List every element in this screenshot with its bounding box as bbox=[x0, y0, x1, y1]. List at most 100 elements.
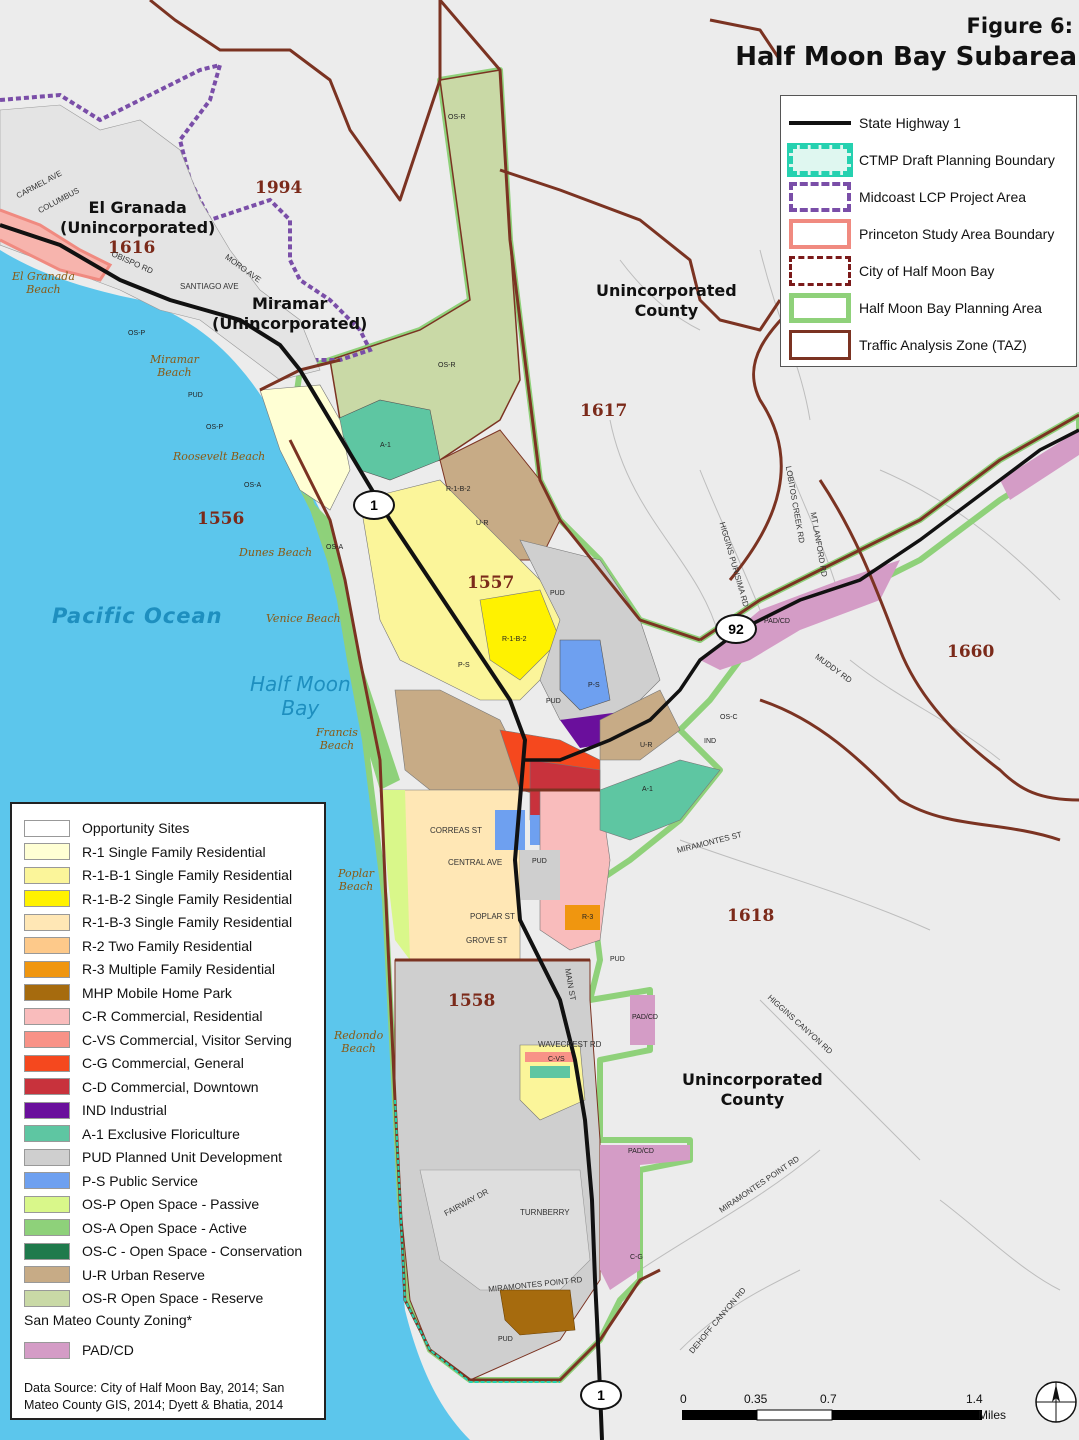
legend-item-taz: Traffic Analysis Zone (TAZ) bbox=[789, 330, 1027, 360]
zone-tag-osc: OS-C bbox=[720, 714, 738, 721]
zone-tag-ps1: P-S bbox=[458, 662, 470, 669]
zone-tag-osr-north: OS-R bbox=[448, 114, 466, 121]
zone-mhp bbox=[499, 1289, 576, 1336]
zone-tag-pud6: PUD bbox=[498, 1336, 513, 1343]
legend-label-zone: IND Industrial bbox=[82, 1102, 167, 1118]
zone-tag-pud4: PUD bbox=[532, 858, 547, 865]
scale-tick-2: 0.7 bbox=[820, 1392, 837, 1406]
place-miramar-status: (Unincorporated) bbox=[212, 314, 368, 333]
highway-92-shield: 92 bbox=[715, 614, 757, 644]
legend-item-city: City of Half Moon Bay bbox=[789, 256, 994, 286]
zone-tag-osp2: OS-P bbox=[206, 424, 224, 431]
legend-swatch-zone bbox=[24, 1289, 70, 1307]
legend-swatch-princeton bbox=[789, 219, 851, 249]
highway-1 bbox=[0, 223, 604, 1440]
beach-dunes: Dunes Beach bbox=[239, 546, 313, 559]
legend-label-zone: Opportunity Sites bbox=[82, 820, 190, 836]
legend-label-lcp: Midcoast LCP Project Area bbox=[859, 189, 1027, 205]
legend-swatch-zone bbox=[24, 937, 70, 954]
legend-swatch-padcd bbox=[24, 1341, 70, 1359]
legend-item-zone: R-2 Two Family Residential bbox=[24, 936, 252, 956]
taz-1558: 1558 bbox=[448, 991, 496, 1011]
zone-tag-padcd1: PAD/CD bbox=[764, 618, 790, 625]
zone-tag-osr-mid: OS-R bbox=[438, 362, 456, 369]
legend-label-taz: Traffic Analysis Zone (TAZ) bbox=[859, 337, 1027, 353]
figure-number: Figure 6: bbox=[966, 14, 1073, 38]
legend-label-zone: OS-A Open Space - Active bbox=[82, 1219, 247, 1236]
taz-1557: 1557 bbox=[467, 573, 515, 593]
legend-item-zone: A-1 Exclusive Floriculture bbox=[24, 1124, 240, 1144]
legend-item-zone: U-R Urban Reserve bbox=[24, 1265, 205, 1285]
legend-item-zone: Opportunity Sites bbox=[24, 818, 189, 838]
legend-swatch-zone bbox=[24, 1219, 70, 1236]
taz-1618: 1618 bbox=[727, 906, 775, 926]
legend-item-zone: R-1-B-2 Single Family Residential bbox=[24, 889, 292, 909]
zone-tag-cg: C-G bbox=[630, 1254, 643, 1261]
zone-osa-coast bbox=[300, 490, 400, 790]
legend-label-zone: U-R Urban Reserve bbox=[82, 1266, 205, 1283]
legend-swatch-zone bbox=[24, 819, 70, 837]
zone-r1b2-yellow bbox=[479, 589, 561, 681]
legend-label-highway: State Highway 1 bbox=[859, 115, 961, 131]
beach-poplar: Poplar Beach bbox=[338, 867, 374, 893]
legend-label-zone: R-1-B-2 Single Family Residential bbox=[82, 890, 293, 907]
legend-label-princeton: Princeton Study Area Boundary bbox=[859, 226, 1055, 242]
legend-item-ctmp: CTMP Draft Planning Boundary bbox=[787, 143, 1055, 177]
legend-swatch-zone bbox=[24, 843, 70, 860]
road-santiago: SANTIAGO AVE bbox=[180, 282, 239, 291]
zone-tag-r1b2: R-1-B-2 bbox=[446, 486, 471, 493]
taz-1617: 1617 bbox=[580, 401, 628, 421]
legend-label-zone: PUD Planned Unit Development bbox=[82, 1149, 282, 1165]
beach-venice: Venice Beach bbox=[266, 612, 341, 625]
legend-label-zone: P-S Public Service bbox=[82, 1172, 198, 1189]
legend-swatch-zone bbox=[24, 1125, 70, 1142]
ctmp-boundary bbox=[394, 1099, 560, 1383]
legend-item-zone: C-VS Commercial, Visitor Serving bbox=[24, 1030, 292, 1050]
legend-item-zone: OS-P Open Space - Passive bbox=[24, 1194, 259, 1214]
zone-tag-a1b: A-1 bbox=[642, 786, 653, 793]
road-central: CENTRAL AVE bbox=[448, 858, 503, 867]
legend-label-zone: A-1 Exclusive Floriculture bbox=[82, 1125, 240, 1142]
zone-tag-osa1: OS-A bbox=[244, 482, 262, 489]
legend-label-zone: OS-R Open Space - Reserve bbox=[82, 1290, 264, 1306]
legend-item-zone: R-1 Single Family Residential bbox=[24, 842, 266, 862]
zone-pud-east bbox=[520, 850, 560, 900]
place-el-granada: El Granada (Unincorporated) bbox=[60, 198, 215, 238]
county-zoning-note: San Mateo County Zoning* bbox=[24, 1312, 193, 1328]
legend-item-highway: State Highway 1 bbox=[789, 108, 961, 138]
taz-1994: 1994 bbox=[255, 178, 303, 198]
taz-1556: 1556 bbox=[197, 509, 245, 529]
beach-el-granada: El Granada Beach bbox=[12, 270, 75, 296]
legend-label-zone: C-D Commercial, Downtown bbox=[82, 1078, 259, 1095]
legend-swatch-zone bbox=[24, 1031, 70, 1048]
scale-tick-0: 0 bbox=[680, 1392, 687, 1406]
scale-tick-1: 0.35 bbox=[744, 1392, 768, 1406]
legend-swatch-zone bbox=[24, 1266, 70, 1283]
zone-tag-padcd2: PAD/CD bbox=[632, 1014, 658, 1021]
road-turnberry: TURNBERRY bbox=[520, 1208, 570, 1217]
legend-label-zone: R-2 Two Family Residential bbox=[82, 937, 253, 954]
legend-label-city: City of Half Moon Bay bbox=[859, 263, 995, 279]
legend-item-zone: P-S Public Service bbox=[24, 1171, 198, 1191]
zone-tag-r1b2b: R-1-B-2 bbox=[502, 636, 527, 643]
legend-item-princeton: Princeton Study Area Boundary bbox=[789, 219, 1054, 249]
zone-tag-padcd3: PAD/CD bbox=[628, 1148, 654, 1155]
scale-unit: Miles bbox=[978, 1408, 1007, 1422]
zone-tag-pud3: PUD bbox=[546, 698, 561, 705]
legend-swatch-planning bbox=[789, 293, 851, 323]
data-source: Data Source: City of Half Moon Bay, 2014… bbox=[24, 1381, 285, 1412]
legend-label-zone: R-1 Single Family Residential bbox=[82, 843, 266, 860]
highway-1-shield-south: 1 bbox=[580, 1380, 622, 1410]
legend-swatch-zone bbox=[24, 1054, 70, 1072]
road-poplar: POPLAR ST bbox=[470, 912, 515, 921]
road-grove: GROVE ST bbox=[466, 936, 508, 945]
zone-tag-a1: A-1 bbox=[380, 442, 391, 449]
water-half-moon-bay: Half Moon Bay bbox=[250, 672, 351, 720]
taz-1660: 1660 bbox=[947, 642, 995, 662]
legend-label-zone: MHP Mobile Home Park bbox=[82, 984, 232, 1001]
zone-tag-ur1: U-R bbox=[476, 520, 489, 527]
legend-item-zone: OS-C - Open Space - Conservation bbox=[24, 1241, 302, 1261]
highway-92 bbox=[525, 428, 1079, 762]
legend-item-zone: OS-A Open Space - Active bbox=[24, 1218, 247, 1238]
